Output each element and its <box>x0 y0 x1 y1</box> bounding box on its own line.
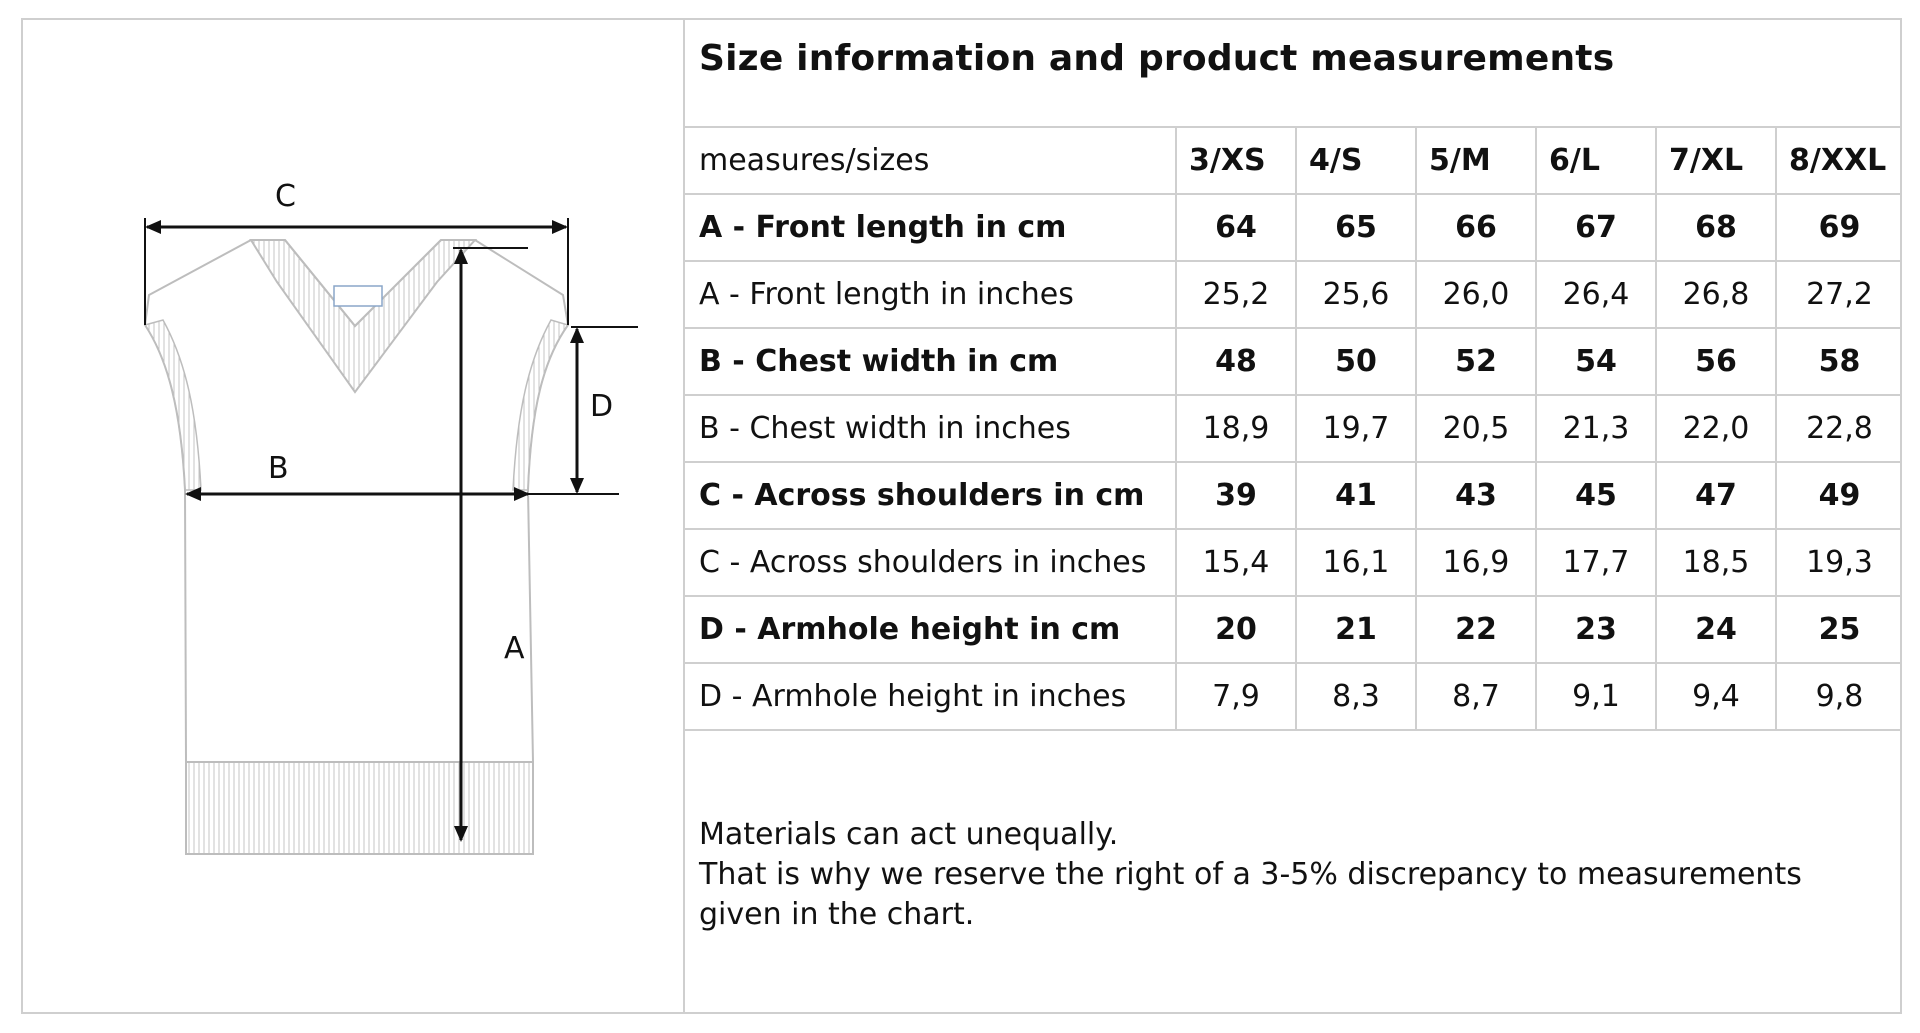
measurement-cell: 18,5 <box>1655 528 1776 597</box>
measurement-cell: 67 <box>1535 193 1656 262</box>
measurement-cell: 8,3 <box>1295 662 1416 731</box>
measurement-cell: 54 <box>1535 327 1656 396</box>
measurement-cell: 56 <box>1655 327 1776 396</box>
header-size: 5/M <box>1415 126 1536 195</box>
header-size: 3/XS <box>1175 126 1296 195</box>
measurement-cell: 69 <box>1775 193 1902 262</box>
measurement-cell: 26,4 <box>1535 260 1656 329</box>
measurement-cell: 25 <box>1775 595 1902 664</box>
measurement-cell: 25,2 <box>1175 260 1296 329</box>
measurement-cell: 7,9 <box>1175 662 1296 731</box>
measurement-cell: 68 <box>1655 193 1776 262</box>
neck-label <box>333 285 383 307</box>
row-label: D - Armhole height in cm <box>685 595 1176 664</box>
measurement-cell: 24 <box>1655 595 1776 664</box>
measurement-cell: 17,7 <box>1535 528 1656 597</box>
size-table-panel: Size information and product measurement… <box>685 20 1902 1012</box>
measurement-cell: 9,8 <box>1775 662 1902 731</box>
measurement-cell: 9,4 <box>1655 662 1776 731</box>
measurement-cell: 18,9 <box>1175 394 1296 463</box>
measurement-cell: 52 <box>1415 327 1536 396</box>
row-label: C - Across shoulders in cm <box>685 461 1176 530</box>
measurement-cell: 16,9 <box>1415 528 1536 597</box>
vest-body-outline <box>143 239 570 763</box>
row-label: B - Chest width in inches <box>685 394 1176 463</box>
note-line-1: Materials can act unequally. <box>699 817 1119 852</box>
measurement-cell: 19,3 <box>1775 528 1902 597</box>
measurement-cell: 64 <box>1175 193 1296 262</box>
measurement-cell: 47 <box>1655 461 1776 530</box>
label-d: D <box>590 389 613 424</box>
measurement-cell: 58 <box>1775 327 1902 396</box>
garment-diagram-panel: C B D A <box>23 20 685 1012</box>
row-label: A - Front length in cm <box>685 193 1176 262</box>
note-line-2: That is why we reserve the right of a 3-… <box>699 857 1802 932</box>
header-size: 7/XL <box>1655 126 1776 195</box>
measurement-cell: 22,8 <box>1775 394 1902 463</box>
table-header-row: measures/sizes 3/XS 4/S 5/M 6/L 7/XL 8/X… <box>685 126 1902 195</box>
measurement-cell: 39 <box>1175 461 1296 530</box>
page-title: Size information and product measurement… <box>699 38 1615 79</box>
label-b: B <box>268 451 289 486</box>
measurement-cell: 15,4 <box>1175 528 1296 597</box>
measurement-cell: 43 <box>1415 461 1536 530</box>
measurement-cell: 26,0 <box>1415 260 1536 329</box>
measurement-cell: 21,3 <box>1535 394 1656 463</box>
neck-rib-band <box>249 239 478 394</box>
measurement-cell: 45 <box>1535 461 1656 530</box>
row-label: A - Front length in inches <box>685 260 1176 329</box>
measurement-cell: 25,6 <box>1295 260 1416 329</box>
measurement-cell: 49 <box>1775 461 1902 530</box>
header-size: 6/L <box>1535 126 1656 195</box>
size-table: measures/sizes 3/XS 4/S 5/M 6/L 7/XL 8/X… <box>685 126 1902 731</box>
measurement-cell: 41 <box>1295 461 1416 530</box>
measurement-cell: 21 <box>1295 595 1416 664</box>
label-a: A <box>504 631 525 666</box>
header-measures-sizes: measures/sizes <box>685 126 1176 195</box>
header-size: 8/XXL <box>1775 126 1902 195</box>
measurement-cell: 50 <box>1295 327 1416 396</box>
measurement-cell: 48 <box>1175 327 1296 396</box>
measurement-cell: 23 <box>1535 595 1656 664</box>
size-chart-frame: C B D A Size information and product mea… <box>21 18 1902 1014</box>
header-size: 4/S <box>1295 126 1416 195</box>
measurement-cell: 22,0 <box>1655 394 1776 463</box>
measurement-cell: 20,5 <box>1415 394 1536 463</box>
measurement-cell: 66 <box>1415 193 1536 262</box>
row-label: C - Across shoulders in inches <box>685 528 1176 597</box>
measurement-cell: 9,1 <box>1535 662 1656 731</box>
vest-measurement-diagram: C B D A <box>143 179 638 855</box>
measurement-cell: 26,8 <box>1655 260 1776 329</box>
materials-note: Materials can act unequally. That is why… <box>699 815 1889 935</box>
label-c: C <box>275 179 296 214</box>
measurement-cell: 27,2 <box>1775 260 1902 329</box>
measurement-cell: 8,7 <box>1415 662 1536 731</box>
measurement-cell: 16,1 <box>1295 528 1416 597</box>
measurement-cell: 22 <box>1415 595 1536 664</box>
row-label: B - Chest width in cm <box>685 327 1176 396</box>
measurement-cell: 19,7 <box>1295 394 1416 463</box>
measurement-cell: 65 <box>1295 193 1416 262</box>
measurement-cell: 20 <box>1175 595 1296 664</box>
hem-rib-band <box>185 761 534 855</box>
row-label: D - Armhole height in inches <box>685 662 1176 731</box>
